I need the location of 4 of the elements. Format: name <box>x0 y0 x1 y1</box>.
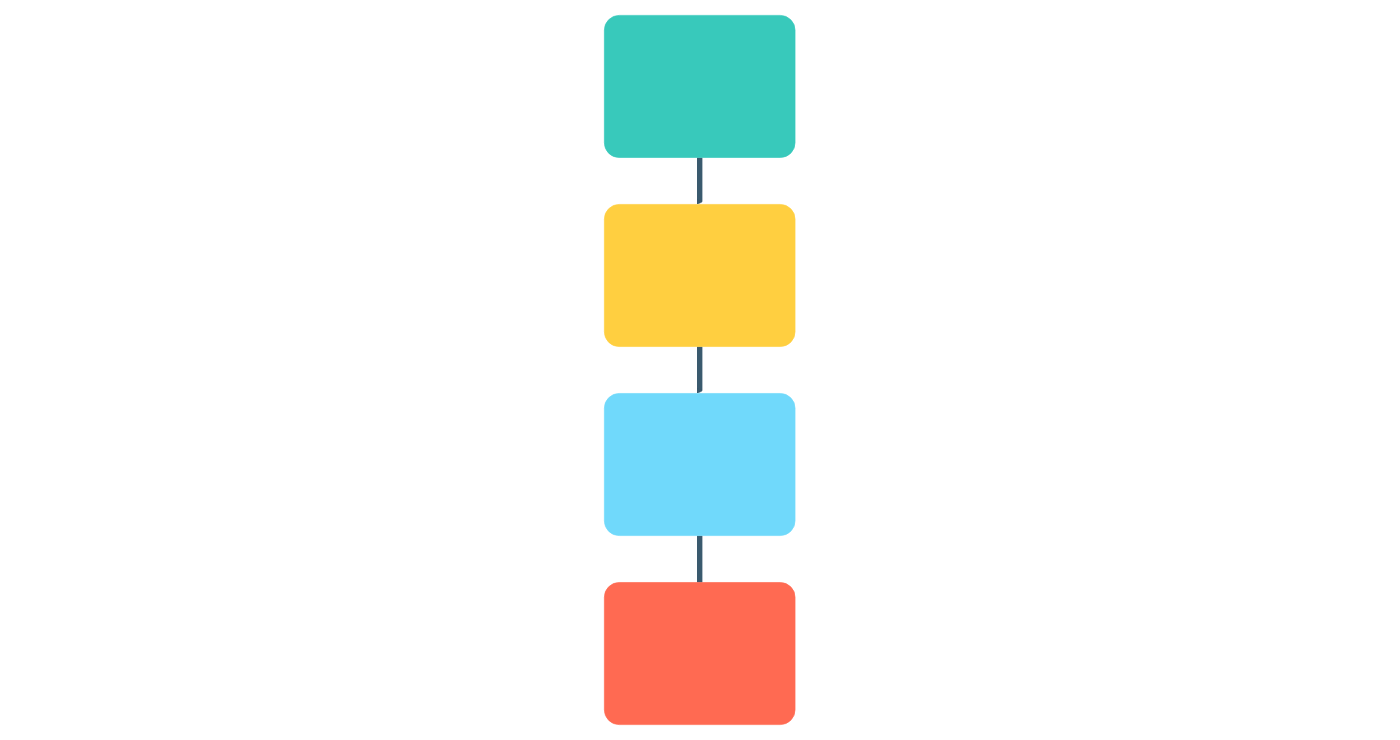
node-box <box>604 15 796 158</box>
node-box <box>604 582 796 725</box>
node-box <box>604 204 796 347</box>
node-box <box>604 393 796 536</box>
